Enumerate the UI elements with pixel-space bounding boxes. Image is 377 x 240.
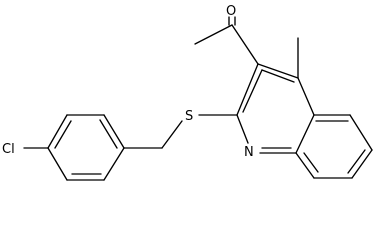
sulfur-label: S xyxy=(185,109,193,124)
bond-c2-c3 xyxy=(236,63,259,116)
bond-ph-1-inner xyxy=(99,119,118,149)
nitrogen-label: N xyxy=(244,145,254,160)
structure-svg: O S N Cl xyxy=(2,4,373,181)
bond-ph-4 xyxy=(47,147,68,181)
bond-c3-c4 xyxy=(257,63,299,79)
pyridine-ring xyxy=(236,37,315,154)
bond-c8-c8a-inner xyxy=(303,152,319,173)
thioether-linker xyxy=(123,114,238,149)
bond-ph-1 xyxy=(103,114,125,149)
bond-c2-c3-inner xyxy=(242,69,263,113)
bond-c6-c7 xyxy=(351,149,373,179)
bond-ch3-carbonyl xyxy=(194,24,233,45)
bond-c4a-c8a xyxy=(295,114,315,154)
bond-s-ch2 xyxy=(161,120,183,149)
benzo-ring xyxy=(295,114,373,179)
bond-carbonyl-ring xyxy=(231,24,259,65)
bond-c5-c6 xyxy=(349,114,373,151)
chlorophenyl-ring xyxy=(23,114,125,181)
chlorine-label: Cl xyxy=(2,142,15,157)
molecule-diagram: O S N Cl xyxy=(2,4,373,181)
bond-c8-c8a xyxy=(295,152,315,179)
bond-ph-3 xyxy=(47,114,68,149)
oxygen-label: O xyxy=(226,4,236,19)
bond-c6-c7-inner xyxy=(347,149,366,174)
bond-ph-3-inner xyxy=(54,120,72,149)
bond-c3-c4-inner xyxy=(261,69,295,83)
bond-ph-6 xyxy=(103,147,125,181)
bond-c4-c4a xyxy=(297,77,315,116)
acetyl-group xyxy=(194,16,259,65)
bond-n-c2 xyxy=(236,114,249,144)
